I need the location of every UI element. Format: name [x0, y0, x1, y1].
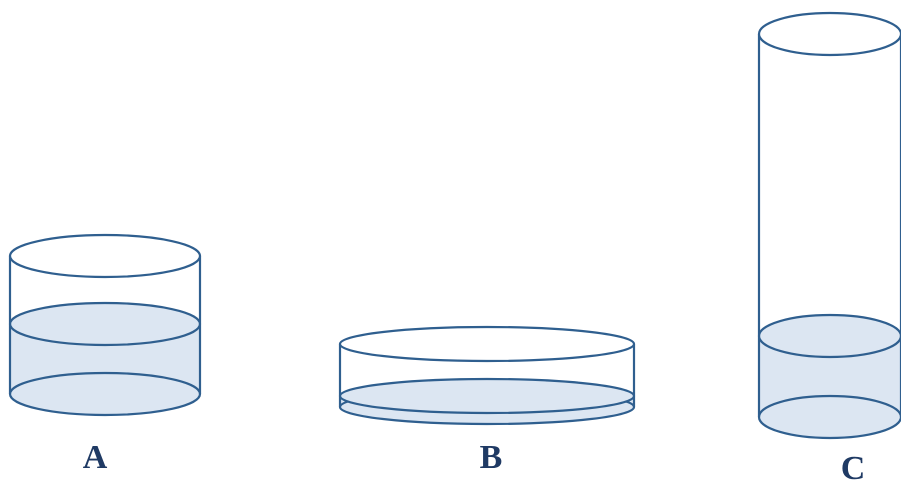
container-b-water-surface — [338, 377, 636, 415]
container-b: B — [338, 325, 636, 476]
container-c-base — [757, 394, 901, 440]
container-b-label: B — [480, 439, 503, 476]
container-a: A — [8, 233, 202, 476]
container-b-rim — [338, 325, 636, 363]
container-c-label: C — [841, 450, 866, 481]
container-a-base — [8, 371, 202, 417]
container-a-water-surface — [8, 301, 202, 347]
container-a-label: A — [83, 439, 108, 476]
container-c-rim — [757, 11, 901, 57]
container-c: C — [757, 11, 901, 481]
container-a-rim — [8, 233, 202, 279]
container-c-water-surface — [757, 313, 901, 359]
